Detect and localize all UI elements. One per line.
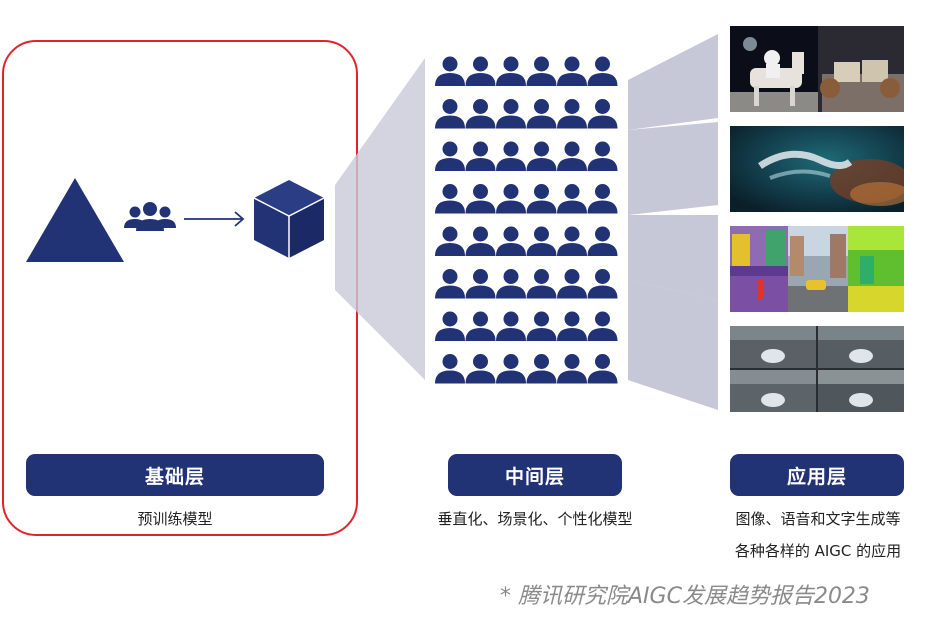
person-icon bbox=[496, 269, 526, 299]
floating-woman-painting-image bbox=[730, 126, 904, 212]
application-layer-label: 应用层 bbox=[730, 454, 904, 496]
person-icon bbox=[465, 311, 496, 341]
person-icon bbox=[557, 311, 587, 341]
car-camera-views-image bbox=[730, 326, 904, 412]
funnel-to-image-3 bbox=[628, 215, 718, 300]
person-icon bbox=[587, 141, 618, 171]
person-icon bbox=[557, 99, 587, 129]
people-grid bbox=[435, 56, 618, 384]
person-icon bbox=[465, 56, 496, 86]
astronaut-horse-and-bears-image bbox=[730, 26, 904, 112]
person-icon bbox=[526, 226, 557, 256]
person-icon bbox=[496, 311, 526, 341]
person-icon bbox=[435, 184, 465, 214]
source-citation: * 腾讯研究院AIGC发展趋势报告2023 bbox=[500, 584, 870, 609]
person-icon bbox=[435, 226, 465, 256]
person-icon bbox=[465, 226, 496, 256]
person-icon bbox=[435, 354, 465, 384]
person-icon bbox=[526, 269, 557, 299]
person-icon bbox=[435, 56, 465, 86]
funnel-to-image-4 bbox=[628, 280, 718, 410]
person-icon bbox=[526, 184, 557, 214]
funnel-foundation-to-middle bbox=[335, 58, 425, 380]
funnel-to-image-2 bbox=[628, 122, 718, 215]
person-icon bbox=[465, 99, 496, 129]
person-icon bbox=[587, 269, 618, 299]
person-icon bbox=[557, 56, 587, 86]
application-layer-caption-line1: 图像、语音和文字生成等 bbox=[735, 510, 901, 528]
person-icon bbox=[465, 141, 496, 171]
person-icon bbox=[465, 184, 496, 214]
person-icon bbox=[496, 99, 526, 129]
triangle-icon bbox=[26, 178, 124, 262]
person-icon bbox=[526, 56, 557, 86]
person-icon bbox=[526, 311, 557, 341]
person-icon bbox=[587, 184, 618, 214]
person-icon bbox=[587, 311, 618, 341]
person-icon bbox=[526, 354, 557, 384]
funnel-to-image-1 bbox=[628, 34, 718, 130]
person-icon bbox=[496, 184, 526, 214]
arrow-right-icon bbox=[184, 211, 245, 227]
person-icon bbox=[526, 141, 557, 171]
person-icon bbox=[496, 354, 526, 384]
person-icon bbox=[435, 269, 465, 299]
foundation-layer-caption: 预训练模型 bbox=[137, 510, 213, 528]
person-icon bbox=[557, 141, 587, 171]
person-icon bbox=[557, 226, 587, 256]
person-icon bbox=[526, 99, 557, 129]
person-icon bbox=[496, 141, 526, 171]
person-icon bbox=[465, 269, 496, 299]
person-icon bbox=[587, 99, 618, 129]
person-icon bbox=[557, 269, 587, 299]
person-icon bbox=[587, 56, 618, 86]
person-icon bbox=[465, 354, 496, 384]
foundation-layer-label: 基础层 bbox=[26, 454, 324, 496]
person-icon bbox=[435, 99, 465, 129]
street-scene-segmentation-image bbox=[730, 226, 904, 312]
person-icon bbox=[557, 354, 587, 384]
person-icon bbox=[557, 184, 587, 214]
person-icon bbox=[435, 311, 465, 341]
people-group-icon bbox=[124, 202, 176, 231]
person-icon bbox=[435, 141, 465, 171]
person-icon bbox=[587, 354, 618, 384]
application-layer-caption-line2: 各种各样的 AIGC 的应用 bbox=[734, 542, 902, 560]
middle-layer-label: 中间层 bbox=[448, 454, 622, 496]
cube-icon bbox=[253, 180, 325, 258]
person-icon bbox=[496, 226, 526, 256]
person-icon bbox=[496, 56, 526, 86]
middle-layer-caption: 垂直化、场景化、个性化模型 bbox=[437, 510, 633, 528]
person-icon bbox=[587, 226, 618, 256]
